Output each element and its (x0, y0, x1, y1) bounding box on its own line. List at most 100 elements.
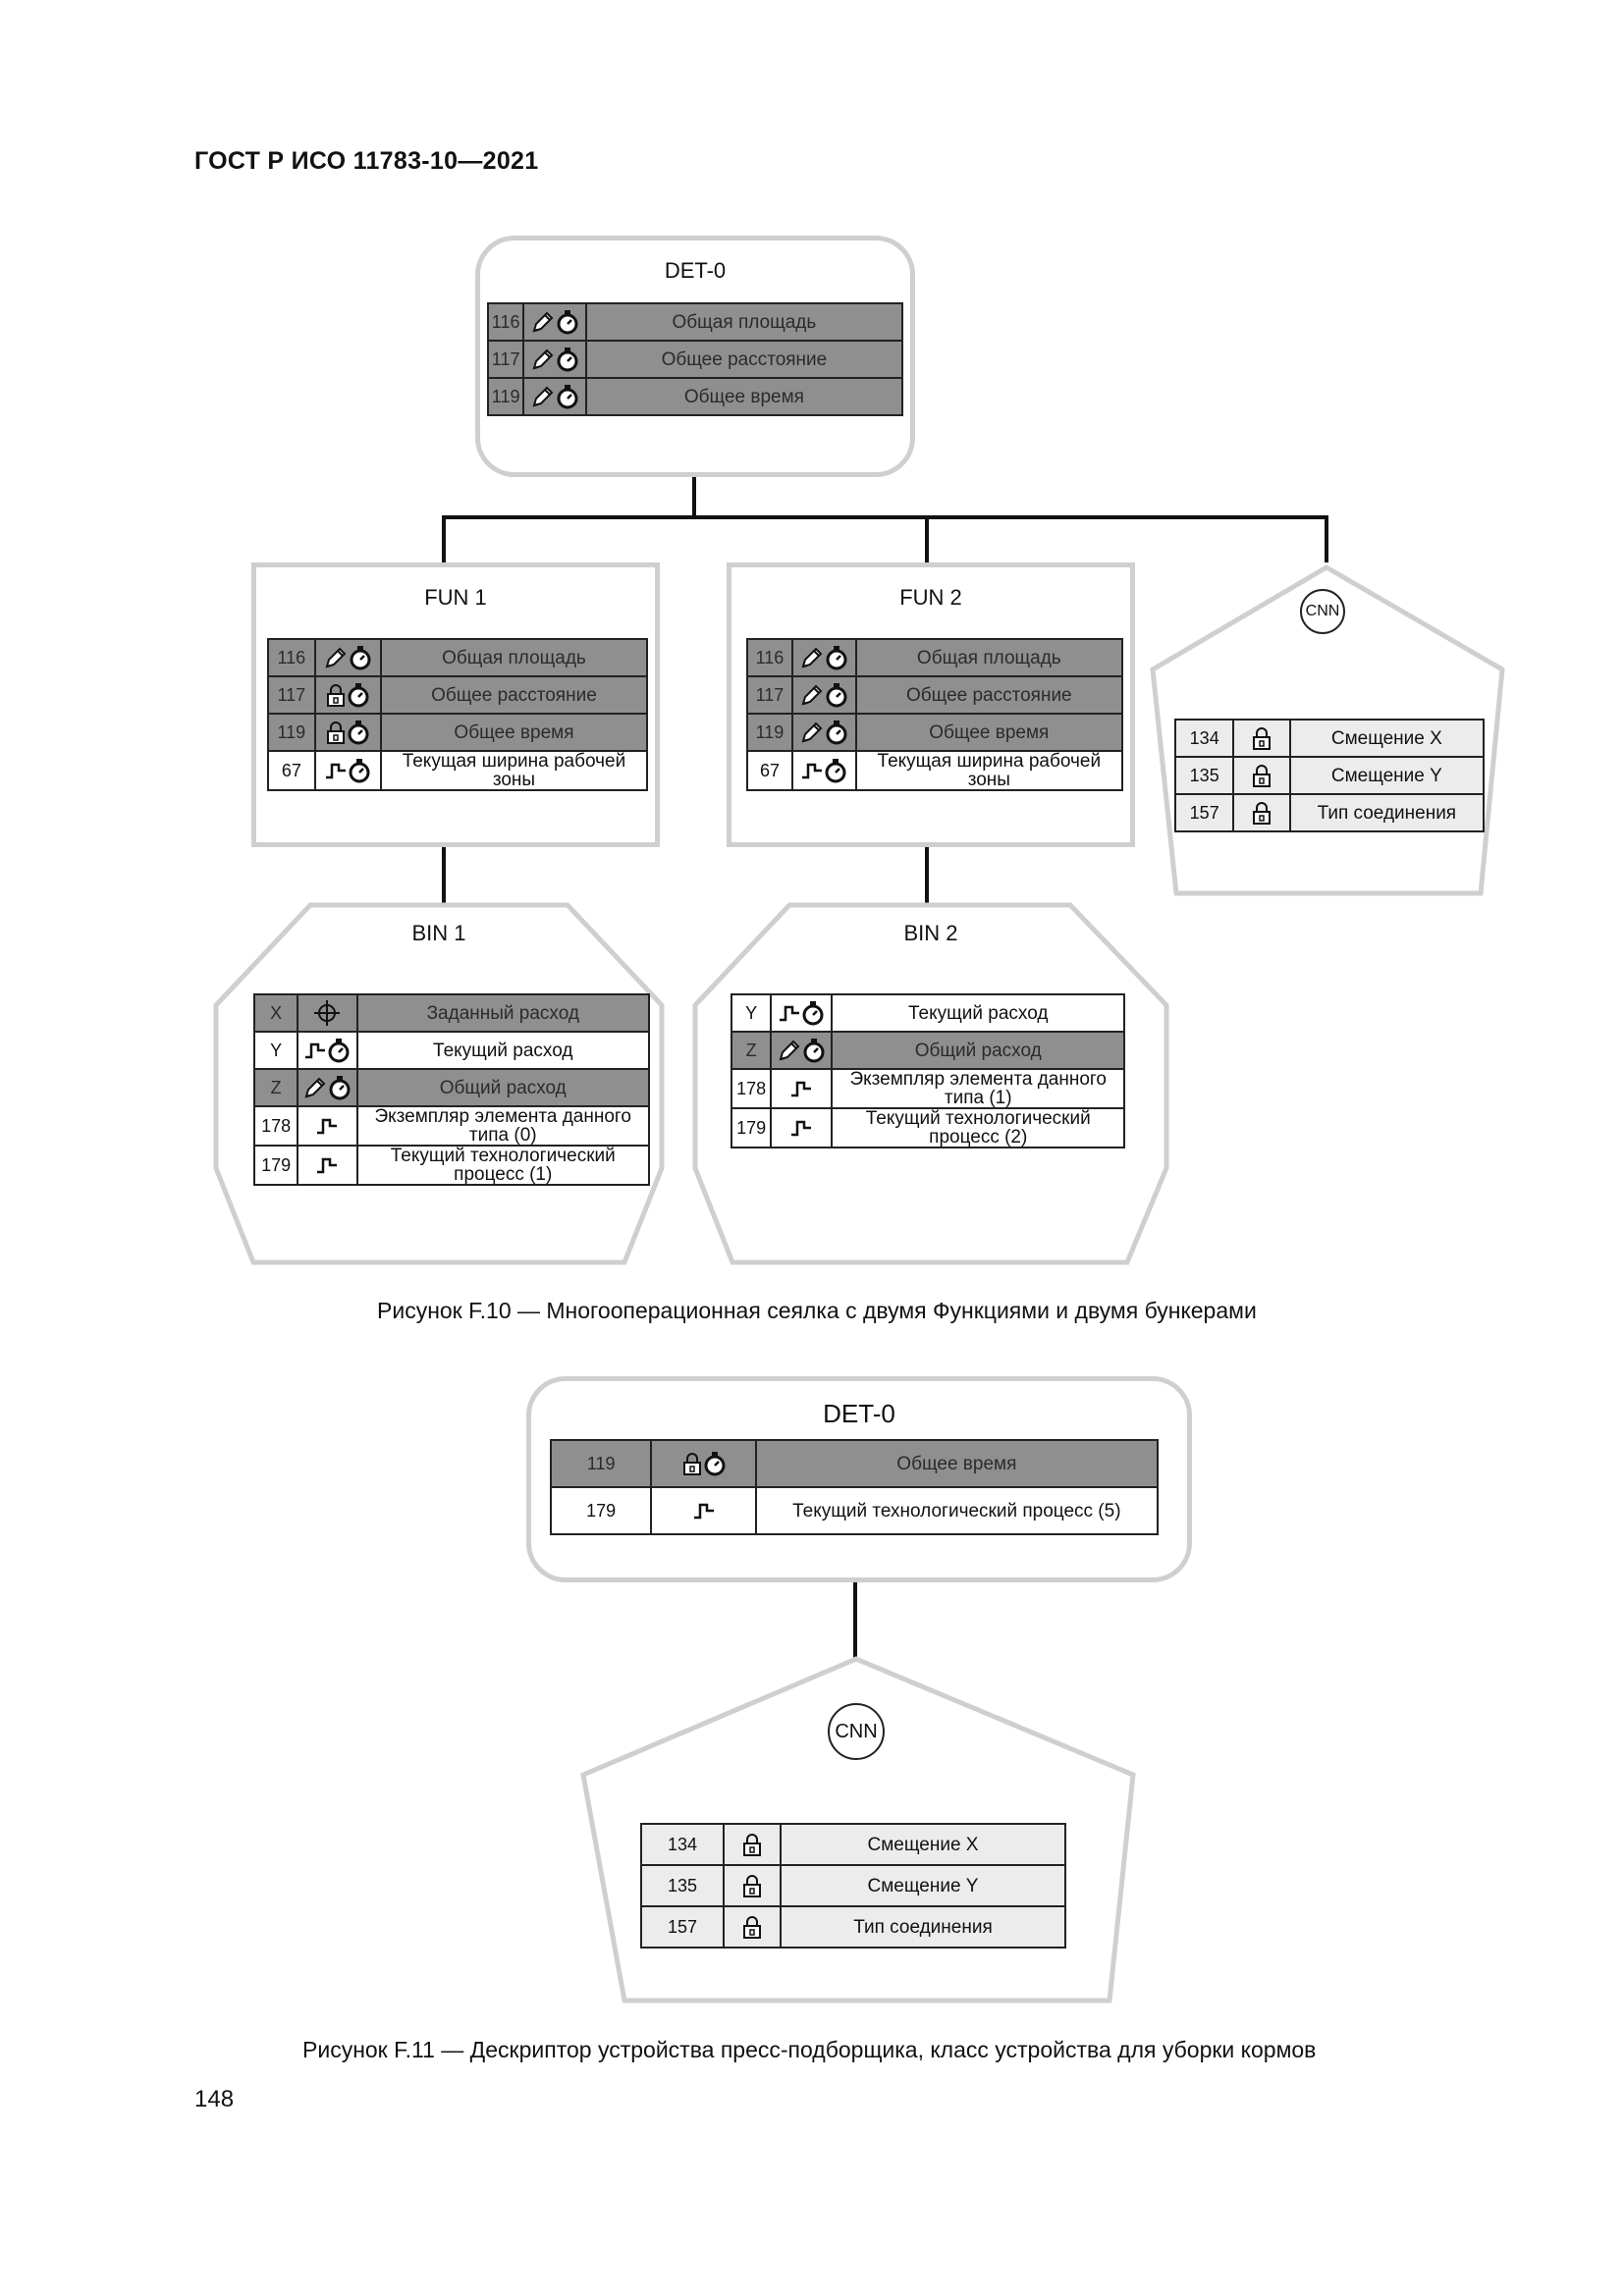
pencil-icon (799, 682, 825, 708)
stopwatch-icon (348, 758, 371, 783)
figure-caption: Рисунок F.10 — Многооперационная сеялка … (377, 1298, 1257, 1323)
step-signal-icon (789, 1079, 813, 1098)
lock-icon (325, 682, 347, 708)
object-id: 67 (267, 750, 316, 791)
connector-line (1325, 515, 1328, 562)
object-id: 117 (746, 675, 793, 715)
object-icons (723, 1864, 782, 1907)
stopwatch-icon (349, 645, 372, 670)
table-row: 117 Общее расстояние (486, 340, 904, 379)
crosshair-icon (312, 999, 342, 1027)
object-icons (297, 1031, 358, 1070)
object-id: 179 (252, 1145, 299, 1186)
connector-line (853, 1580, 857, 1659)
page-number: 148 (194, 2086, 235, 2112)
object-id: 119 (486, 377, 525, 416)
object-label: Экземпляр элемента данного типа (0) (355, 1105, 651, 1147)
object-id: 178 (730, 1068, 773, 1109)
object-label: Текущий технологический процесс (2) (831, 1107, 1125, 1148)
pencil-icon (799, 720, 825, 745)
stopwatch-icon (556, 347, 579, 372)
table-row: 117 Общее расстояние (746, 675, 1124, 715)
stopwatch-icon (802, 1038, 826, 1063)
object-icons (313, 750, 382, 791)
object-id: 117 (486, 340, 525, 379)
stopwatch-icon (825, 682, 848, 708)
object-icons (770, 993, 834, 1033)
object-label: Тип соединения (780, 1905, 1066, 1949)
object-label: Общее расстояние (584, 340, 904, 379)
object-icons (790, 750, 857, 791)
object-label: Текущий расход (355, 1031, 651, 1070)
object-icons (522, 340, 587, 379)
object-label: Текущая ширина рабочей зоны (379, 750, 649, 791)
object-icons (723, 1905, 782, 1949)
object-label: Заданный расход (355, 993, 651, 1033)
object-icons (297, 1068, 358, 1107)
pencil-icon (323, 645, 349, 670)
object-id: 117 (267, 675, 316, 715)
object-label: Текущая ширина рабочей зоны (854, 750, 1124, 791)
document-header: ГОСТ Р ИСО 11783-10—2021 (194, 147, 539, 175)
stopwatch-icon (328, 1075, 352, 1100)
object-label: Общий расход (831, 1031, 1125, 1070)
object-id: 179 (549, 1486, 653, 1535)
stopwatch-icon (825, 720, 848, 745)
node-title: BIN 2 (903, 921, 958, 945)
object-icons (297, 1145, 358, 1186)
object-label: Общее расстояние (854, 675, 1124, 715)
connector-line (692, 476, 696, 517)
step-signal-icon (800, 761, 824, 780)
object-label: Текущий расход (831, 993, 1125, 1033)
object-icons (650, 1439, 757, 1488)
stopwatch-icon (825, 645, 848, 670)
object-icons (1232, 793, 1291, 832)
object-id: 116 (486, 302, 525, 342)
table-row: 179 Текущий технологический процесс (2) (730, 1107, 1125, 1148)
pencil-icon (530, 384, 556, 409)
object-id: 119 (746, 713, 793, 752)
object-icons (770, 1068, 834, 1109)
object-label: Общая площадь (584, 302, 904, 342)
object-label: Смещение Y (780, 1864, 1066, 1907)
object-label: Экземпляр элемента данного типа (1) (831, 1068, 1125, 1109)
step-signal-icon (324, 761, 348, 780)
object-id: 179 (730, 1107, 773, 1148)
lock-icon (1251, 763, 1272, 788)
table-row: 116 Общая площадь (486, 302, 904, 342)
connector-line (442, 515, 1328, 519)
object-id: 119 (267, 713, 316, 752)
object-id: 67 (746, 750, 793, 791)
cnn-badge: CNN (828, 1703, 885, 1760)
object-label: Тип соединения (1288, 793, 1486, 832)
object-label: Смещение Y (1288, 756, 1486, 795)
object-id: Z (252, 1068, 299, 1107)
step-signal-icon (789, 1118, 813, 1138)
stopwatch-icon (347, 720, 370, 745)
table-row: 178 Экземпляр элемента данного типа (1) (730, 1068, 1125, 1109)
object-icons (313, 713, 382, 752)
object-id: Y (730, 993, 773, 1033)
cnn-badge: CNN (1300, 589, 1345, 634)
object-icons (522, 377, 587, 416)
